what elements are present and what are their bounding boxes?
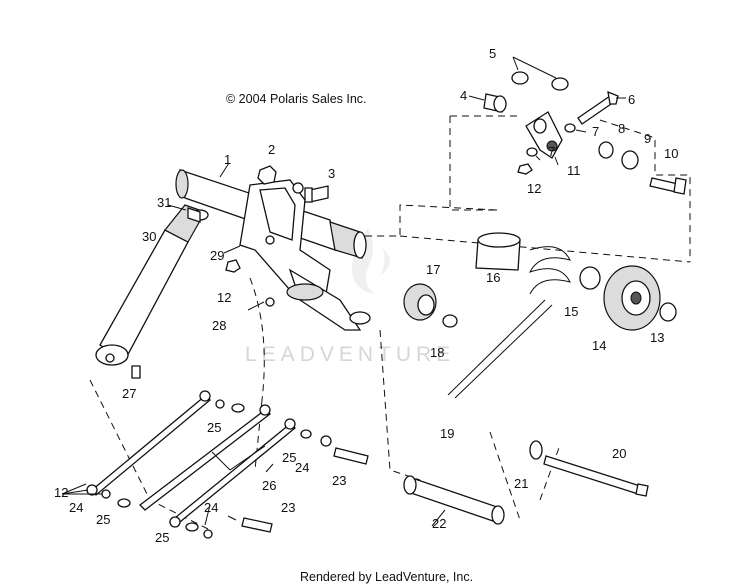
callout-12c: 12 [527, 181, 541, 196]
callout-15: 15 [564, 304, 578, 319]
callout-10: 10 [664, 146, 678, 161]
callout-11: 11 [567, 163, 581, 178]
callout-25d: 25 [155, 530, 169, 545]
washer-part-21 [529, 440, 543, 460]
callout-3: 3 [328, 166, 335, 181]
washer-part-8 [598, 141, 614, 159]
bushing-part-5 [511, 71, 569, 91]
callout-23b: 23 [281, 500, 295, 515]
callout-27: 27 [122, 386, 136, 401]
leader-lines [61, 56, 626, 527]
callout-2: 2 [268, 142, 275, 157]
nut-part-12-right [517, 163, 533, 175]
callout-20: 20 [612, 446, 626, 461]
callout-22: 22 [432, 516, 446, 531]
washer-part-13 [659, 302, 677, 322]
rods-part-26 [91, 395, 297, 527]
callout-16: 16 [486, 270, 500, 285]
washer-part-18 [442, 314, 458, 328]
bolt-part-10 [649, 177, 687, 195]
watermark-logo [351, 228, 390, 294]
callout-5: 5 [489, 46, 496, 61]
washer-part-28 [265, 297, 275, 307]
washer-part-7 [526, 123, 576, 157]
nut-part-2 [257, 165, 277, 185]
watermark-text: LEADVENTURE [245, 343, 455, 366]
callout-21: 21 [514, 476, 528, 491]
callout-7b: 7 [548, 144, 555, 159]
callout-17: 17 [426, 262, 440, 277]
callout-6: 6 [628, 92, 635, 107]
wheel-part-14 [603, 265, 661, 331]
callout-29: 29 [210, 248, 224, 263]
callout-7a: 7 [592, 124, 599, 139]
hub-part-17 [403, 283, 437, 321]
callout-9: 9 [644, 131, 651, 146]
callout-12b: 12 [54, 485, 68, 500]
callout-25b: 25 [282, 450, 296, 465]
callout-24c: 24 [204, 500, 218, 515]
callout-8: 8 [618, 121, 625, 136]
bolt-part-20 [543, 455, 649, 497]
copyright-text: © 2004 Polaris Sales Inc. [226, 92, 367, 106]
hardware-lower-left [86, 390, 332, 539]
arm-part-11 [525, 111, 563, 159]
callout-28: 28 [212, 318, 226, 333]
callout-24b: 24 [69, 500, 83, 515]
nut-part-12-upper [225, 259, 241, 273]
callout-19: 19 [440, 426, 454, 441]
bolt-part-3 [304, 185, 329, 203]
footer-credit: Rendered by LeadVenture, Inc. [300, 570, 473, 584]
hardware-part-31 [187, 207, 201, 223]
bushing-part-4 [483, 93, 507, 113]
callout-24a: 24 [295, 460, 309, 475]
callout-4: 4 [460, 88, 467, 103]
bracket-part-29 [239, 179, 371, 331]
callout-14: 14 [592, 338, 606, 353]
callout-labels: 1 2 3 4 5 6 7 7 8 9 10 11 12 12 13 14 15… [54, 46, 678, 545]
callout-1: 1 [224, 152, 231, 167]
callout-30: 30 [142, 229, 156, 244]
pin-part-27 [131, 365, 141, 379]
callout-18: 18 [430, 345, 444, 360]
callout-31: 31 [157, 195, 171, 210]
callout-23a: 23 [332, 473, 346, 488]
tube-part-16 [475, 232, 521, 271]
washer-part-9 [621, 150, 639, 170]
callout-25c: 25 [96, 512, 110, 527]
bolt-part-23 [241, 447, 369, 533]
callout-25a: 25 [207, 420, 221, 435]
callout-26: 26 [262, 478, 276, 493]
tube-part-22 [403, 475, 505, 525]
washer-part-15 [579, 266, 601, 290]
callout-13: 13 [650, 330, 664, 345]
bolt-part-6 [577, 90, 619, 125]
spring-part-19 [447, 246, 571, 399]
callout-12a: 12 [217, 290, 231, 305]
